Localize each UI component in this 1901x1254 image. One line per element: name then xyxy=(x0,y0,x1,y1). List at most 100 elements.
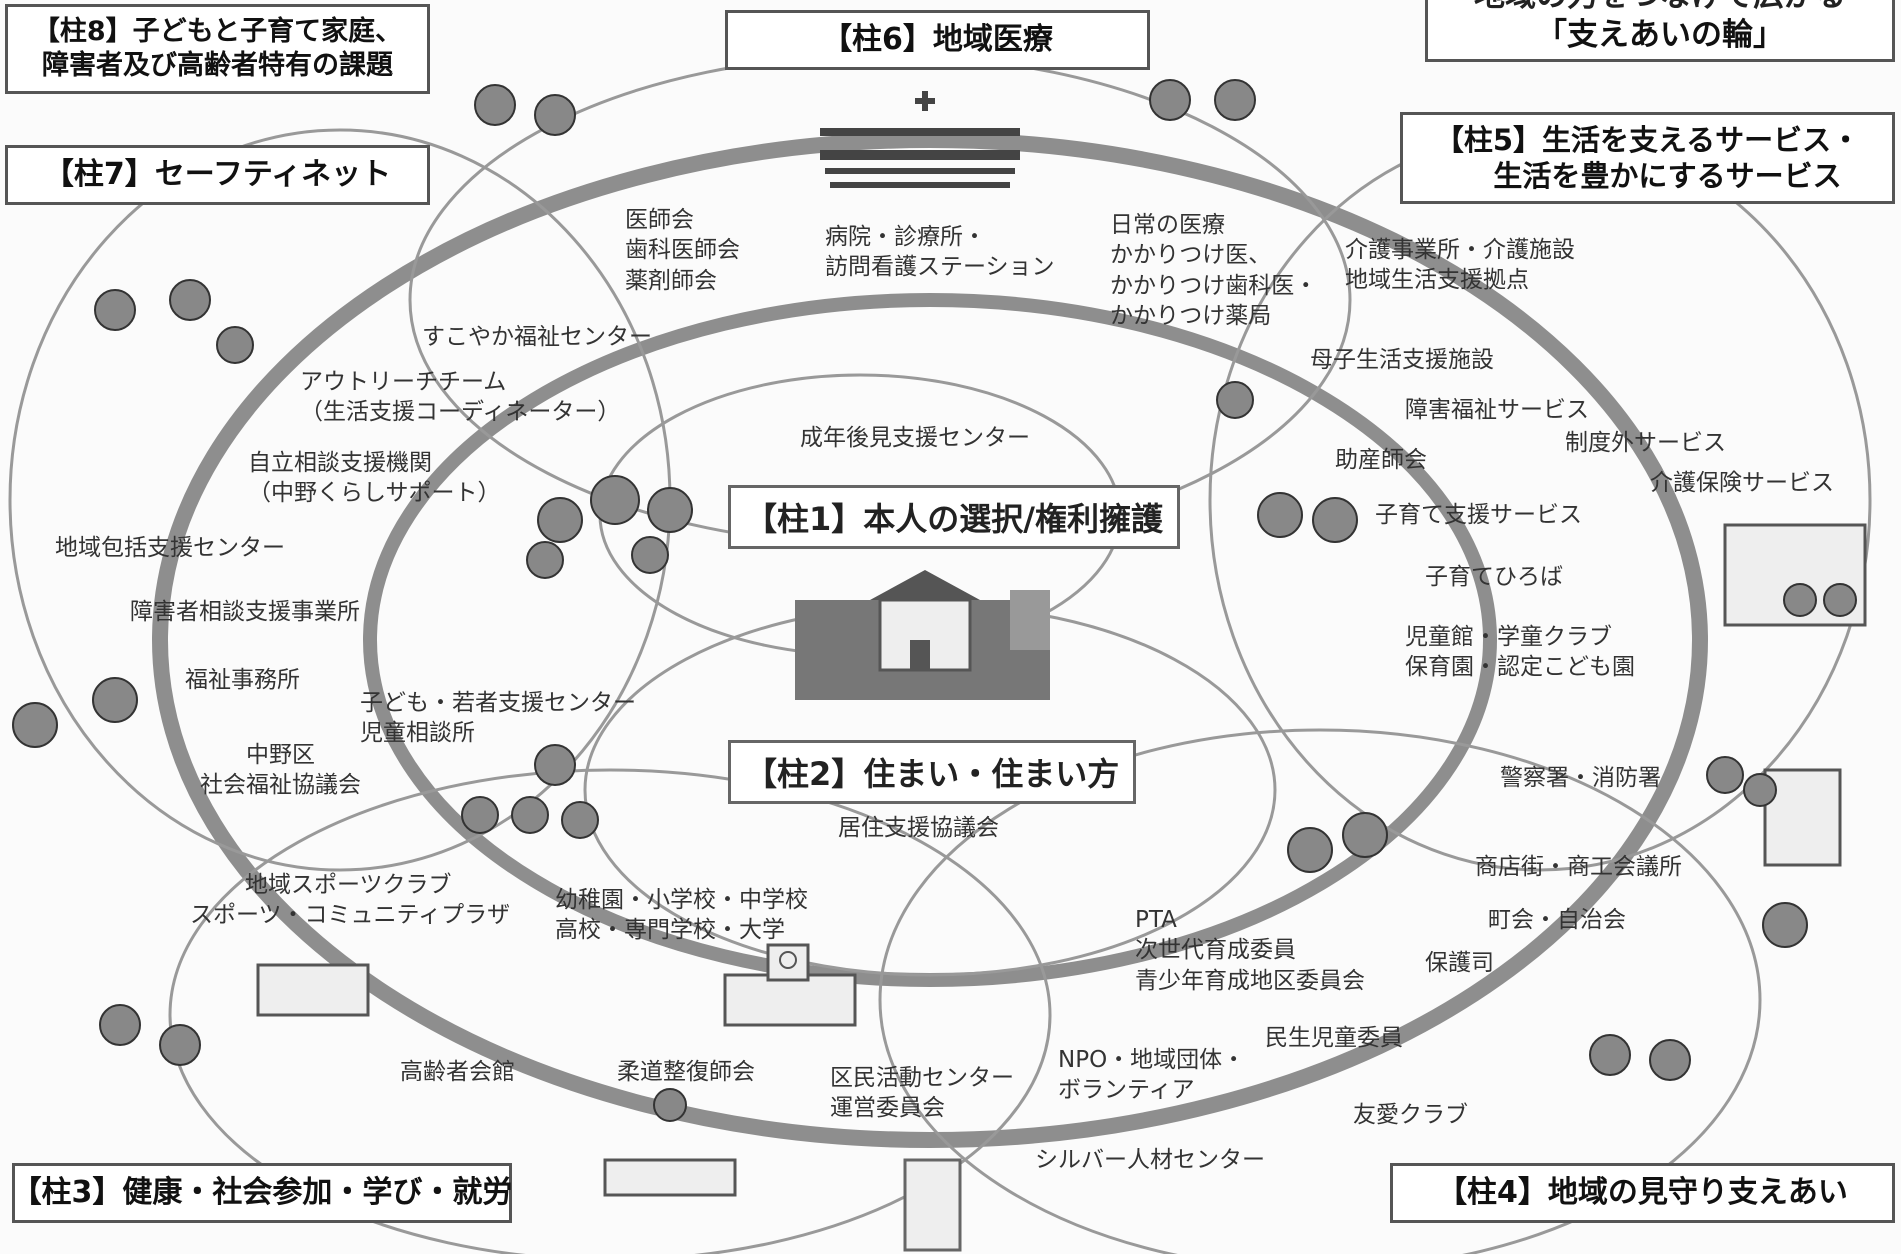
pillar4-label: 【柱4】地域の見守り支えあい xyxy=(1437,1175,1848,1211)
org-outreach-team: アウトリーチチーム （生活支援コーディネーター） xyxy=(300,367,620,428)
org-line: アウトリーチチーム xyxy=(300,369,507,395)
org-police-fire: 警察署・消防署 xyxy=(1500,765,1661,791)
person-icon xyxy=(92,677,138,723)
org-line: 自立相談支援機関 xyxy=(248,450,432,476)
person-icon xyxy=(1706,756,1744,794)
org-line: 保育園・認定こども園 xyxy=(1405,654,1635,681)
org-community-activity-center: 区民活動センター 運営委員会 xyxy=(830,1063,1014,1124)
outer-ring xyxy=(152,132,1708,1148)
person-icon xyxy=(169,279,211,321)
person-icon xyxy=(1216,381,1254,419)
org-line: 地域生活支援拠点 xyxy=(1345,267,1529,294)
org-community-support-center: 地域包括支援センター xyxy=(55,535,285,561)
pillar6-label: 【柱6】地域医療 xyxy=(822,22,1053,58)
org-line: 中野区 xyxy=(246,742,315,768)
pillar5-line2: 生活を豊かにするサービス xyxy=(1493,159,1842,193)
ring-pillar3 xyxy=(168,768,1052,1254)
org-medical-associations: 医師会 歯科医師会 薬剤師会 xyxy=(625,205,740,296)
person-icon xyxy=(511,796,549,834)
slogan-line2: 「支えあいの輪」 xyxy=(1536,17,1784,53)
org-line: スポーツ・コミュニティプラザ xyxy=(190,902,511,929)
pillar8-line1: 【柱8】子どもと子育て家庭、 xyxy=(32,16,403,48)
police-station-icon xyxy=(1763,768,1842,867)
org-hospitals: 病院・診療所・ 訪問看護ステーション xyxy=(825,222,1055,283)
hospital-icon xyxy=(820,91,1020,188)
ring-pillar4 xyxy=(878,728,1762,1254)
slogan-line1: 地域の力をつなげて広がる xyxy=(1474,0,1846,16)
person-icon xyxy=(647,487,693,533)
org-npo-volunteers: NPO・地域団体・ ボランティア xyxy=(1058,1045,1245,1106)
org-care-insurance-services: 介護保険サービス xyxy=(1650,470,1834,496)
person-icon xyxy=(1589,1034,1631,1076)
org-schools: 幼稚園・小学校・中学校 高校・専門学校・大学 xyxy=(555,885,808,946)
org-line: PTA xyxy=(1135,907,1177,933)
org-midwives-association: 助産師会 xyxy=(1335,447,1427,473)
person-icon xyxy=(12,702,58,748)
person-icon xyxy=(1149,79,1191,121)
org-childrens-hall-nursery: 児童館・学童クラブ 保育園・認定こども園 xyxy=(1405,622,1635,683)
org-mother-child-facility: 母子生活支援施設 xyxy=(1310,347,1494,373)
org-sports-club: 地域スポーツクラブ スポーツ・コミュニティプラザ xyxy=(190,870,510,931)
person-icon xyxy=(537,497,583,543)
org-line: かかりつけ薬局 xyxy=(1110,303,1272,330)
org-senior-hall: 高齢者会館 xyxy=(400,1059,515,1085)
org-disability-welfare-services: 障害福祉サービス xyxy=(1405,397,1589,423)
org-line: NPO・地域団体・ xyxy=(1058,1047,1246,1073)
org-judo-therapists: 柔道整復師会 xyxy=(617,1059,755,1085)
org-line: 社会福祉協議会 xyxy=(200,772,361,799)
org-line: 青少年育成地区委員会 xyxy=(1135,967,1365,994)
org-non-statutory-services: 制度外サービス xyxy=(1565,430,1726,456)
person-icon xyxy=(474,84,516,126)
community-center-icon xyxy=(903,1158,962,1252)
person-icon xyxy=(534,94,576,136)
person-icon xyxy=(526,541,564,579)
inner-ring xyxy=(363,293,1497,987)
pillar2-label: 【柱2】住まい・住まい方 xyxy=(728,740,1137,804)
org-independent-consultation: 自立相談支援機関 （中野くらしサポート） xyxy=(248,448,501,509)
pillar6-box: 【柱6】地域医療 xyxy=(725,10,1150,70)
org-housing-support-council: 居住支援協議会 xyxy=(838,815,999,841)
org-shopping-street-chamber: 商店街・商工会議所 xyxy=(1475,854,1682,880)
org-line: 次世代育成委員 xyxy=(1135,937,1296,964)
org-guardianship-center: 成年後見支援センター xyxy=(800,425,1030,451)
org-childcare-plaza: 子育てひろば xyxy=(1425,564,1563,590)
org-childcare-support: 子育て支援サービス xyxy=(1375,502,1582,528)
org-silver-human-resources: シルバー人材センター xyxy=(1035,1147,1265,1173)
org-disability-consultation: 障害者相談支援事業所 xyxy=(130,599,360,625)
person-icon xyxy=(99,1004,141,1046)
org-line: ボランティア xyxy=(1058,1077,1195,1104)
slogan-box: 地域の力をつなげて広がる 「支えあいの輪」 xyxy=(1425,0,1895,62)
person-icon xyxy=(1762,902,1808,948)
org-line: 高校・専門学校・大学 xyxy=(555,917,785,944)
pillar5-line1: 【柱5】生活を支えるサービス・ xyxy=(1434,122,1861,157)
org-neighborhood-association: 町会・自治会 xyxy=(1488,907,1626,933)
person-icon xyxy=(561,801,599,839)
org-line: 日常の医療 xyxy=(1110,212,1225,238)
pillar4-box: 【柱4】地域の見守り支えあい xyxy=(1390,1163,1895,1223)
org-line: 地域スポーツクラブ xyxy=(245,872,452,898)
pillar5-box: 【柱5】生活を支えるサービス・ 生活を豊かにするサービス xyxy=(1400,112,1895,204)
pillar1-label: 【柱1】本人の選択/権利擁護 xyxy=(728,485,1180,549)
sports-plaza-icon xyxy=(256,963,370,1017)
pillar7-label: 【柱7】セーフティネット xyxy=(43,157,392,193)
person-icon xyxy=(461,796,499,834)
person-icon xyxy=(1257,492,1303,538)
org-probation-officers: 保護司 xyxy=(1425,950,1494,976)
org-line: 児童館・学童クラブ xyxy=(1405,624,1612,650)
org-line: 児童相談所 xyxy=(360,720,475,747)
org-sukoyaka-welfare-center: すこやか福祉センター xyxy=(422,324,652,350)
treatment-bed-icon xyxy=(603,1158,737,1197)
pillar7-box: 【柱7】セーフティネット xyxy=(5,145,430,205)
org-care-facilities: 介護事業所・介護施設 地域生活支援拠点 xyxy=(1345,235,1575,296)
org-line: かかりつけ医、 xyxy=(1110,242,1272,269)
people-illustrations xyxy=(12,79,1857,1122)
org-line: 運営委員会 xyxy=(830,1095,945,1122)
org-welfare-office: 福祉事務所 xyxy=(185,667,300,693)
person-icon xyxy=(534,744,576,786)
org-line: かかりつけ歯科医・ xyxy=(1110,272,1318,299)
pillar8-box: 【柱8】子どもと子育て家庭、 障害者及び高齢者特有の課題 xyxy=(5,4,430,94)
person-icon xyxy=(216,326,254,364)
pillar3-label: 【柱3】健康・社会参加・学び・就労 xyxy=(11,1175,513,1211)
org-family-doctors: 日常の医療 かかりつけ医、 かかりつけ歯科医・ かかりつけ薬局 xyxy=(1110,210,1317,331)
